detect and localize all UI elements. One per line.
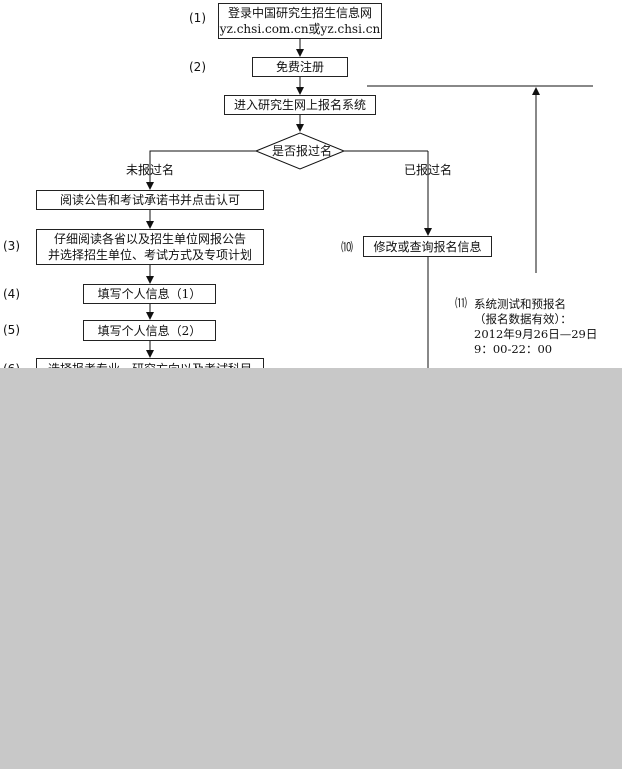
read-detail-line2: 并选择招生单位、考试方式及专项计划: [47, 248, 252, 262]
fill-info-2-box: 填写个人信息（2）: [83, 320, 216, 341]
read-detail-line1: 仔细阅读各省以及招生单位网报公告: [53, 232, 246, 246]
read-notice-box: 阅读公告和考试承诺书并点击认可: [36, 190, 264, 210]
enter-system-box: 进入研究生网上报名系统: [224, 95, 376, 115]
enter-system-text: 进入研究生网上报名系统: [233, 98, 366, 112]
modify-query-text: 修改或查询报名信息: [373, 239, 482, 254]
read-notice-text: 阅读公告和考试承诺书并点击认可: [59, 193, 240, 207]
fill-info-1-text: 填写个人信息（1）: [97, 287, 202, 301]
registered-label: 已报过名: [404, 163, 453, 177]
step-number-3: (3): [3, 239, 20, 253]
decision-diamond: [254, 132, 346, 170]
read-detail-box: 仔细阅读各省以及招生单位网报公告 并选择招生单位、考试方式及专项计划: [36, 229, 264, 265]
gray-cover-panel: [0, 368, 622, 769]
login-site-box: 登录中国研究生招生信息网 yz.chsi.com.cn或yz.chsi.cn: [218, 3, 382, 39]
step-number-1: (1): [189, 11, 206, 25]
fill-info-2-text: 填写个人信息（2）: [97, 323, 202, 338]
step-number-11: ⑾: [455, 296, 468, 310]
step-number-2: (2): [189, 60, 206, 74]
pre-registration-note: 系统测试和预报名 （报名数据有效）： 2012年9月26日—29日 9：00-2…: [474, 297, 597, 357]
note-line3: 2012年9月26日—29日: [474, 327, 598, 341]
decision-text: 是否报过名: [272, 144, 333, 158]
register-box: 免费注册: [252, 57, 348, 77]
step-number-5: (5): [3, 323, 20, 337]
step-number-10: ⑽: [341, 240, 354, 254]
note-line4: 9：00-22：00: [474, 342, 553, 356]
step-number-4: (4): [3, 287, 20, 301]
login-site-line1: 登录中国研究生招生信息网: [227, 6, 372, 20]
register-text: 免费注册: [275, 60, 324, 74]
note-line2: （报名数据有效）：: [474, 312, 572, 326]
not-registered-label: 未报过名: [126, 163, 175, 177]
login-site-line2: yz.chsi.com.cn或yz.chsi.cn: [219, 22, 381, 36]
modify-query-box: 修改或查询报名信息: [363, 236, 492, 257]
fill-info-1-box: 填写个人信息（1）: [83, 284, 216, 304]
note-line1: 系统测试和预报名: [474, 297, 566, 311]
branch-not-registered: [146, 150, 256, 190]
